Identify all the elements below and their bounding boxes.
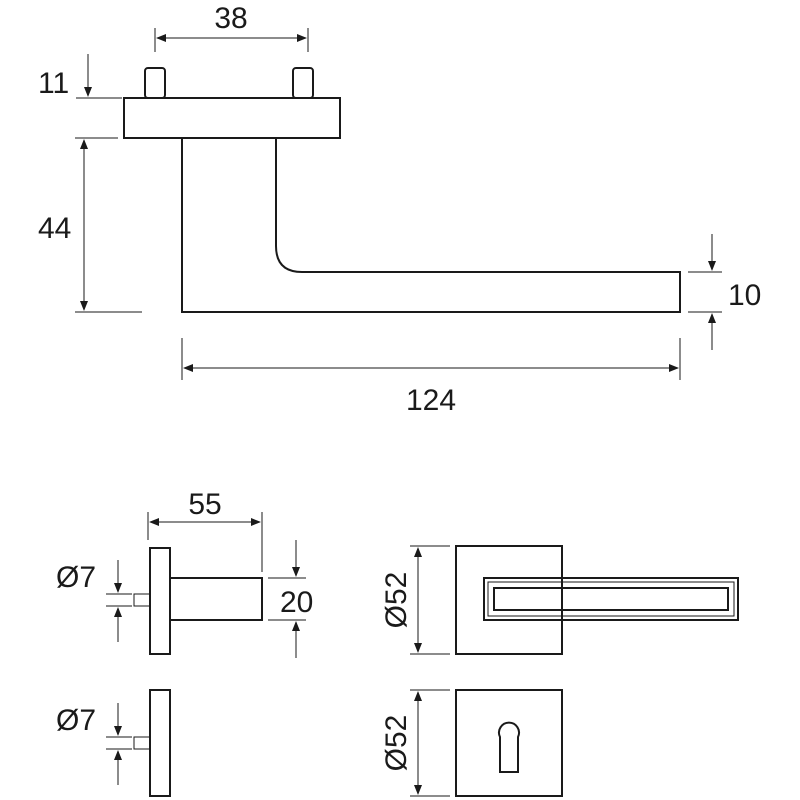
lever-front-view: [455, 545, 739, 655]
front-lever-outer: [483, 577, 739, 621]
dimension-side-height: 20: [268, 540, 313, 658]
dimension-rose-thickness: 11: [38, 54, 122, 100]
dimension-label: Ø7: [56, 704, 96, 737]
side-pin: [133, 593, 151, 607]
dimension-side-length: 55: [147, 488, 263, 572]
dimension-label: Ø52: [380, 572, 413, 629]
dimension-top-width: 38: [154, 2, 309, 52]
dimension-label: 11: [38, 67, 69, 100]
dimension-label: 10: [728, 279, 761, 312]
dimension-label: Ø7: [56, 561, 96, 594]
front-lever-inner: [493, 587, 729, 611]
front-lever-frame: [487, 581, 735, 617]
escutcheon-side-pin: [133, 736, 151, 750]
lever-top-view: [123, 67, 681, 313]
escutcheon-side-rose: [149, 689, 171, 797]
lever-body: [181, 138, 681, 313]
dimension-rose-diameter-1: Ø52: [380, 545, 450, 655]
dimension-label: 124: [406, 384, 456, 417]
pin-right: [292, 67, 314, 99]
front-rose: [455, 545, 563, 655]
pin-left: [144, 67, 166, 99]
escutcheon-front-view: [455, 689, 563, 797]
dimension-lever-thickness: 10: [688, 234, 761, 350]
dimension-label: 44: [38, 212, 71, 245]
rose-plate: [123, 97, 341, 139]
dimension-label: 55: [188, 488, 221, 521]
lever-side-view: [133, 547, 263, 655]
dimension-height: 44: [38, 137, 142, 313]
escutcheon-side-view: [133, 689, 171, 797]
side-rose: [149, 547, 171, 655]
cylinder-keyhole: [498, 721, 520, 773]
escutcheon-rose: [455, 689, 563, 797]
dimension-pin-diameter-2: Ø7: [56, 703, 132, 785]
dimension-label: Ø52: [380, 715, 413, 772]
dimension-rose-diameter-2: Ø52: [380, 689, 450, 797]
dimension-pin-diameter-1: Ø7: [56, 560, 132, 642]
side-spindle: [169, 577, 263, 621]
dimension-lever-length: 124: [181, 338, 681, 417]
dimension-label: 38: [214, 2, 247, 35]
dimension-label: 20: [280, 586, 313, 619]
